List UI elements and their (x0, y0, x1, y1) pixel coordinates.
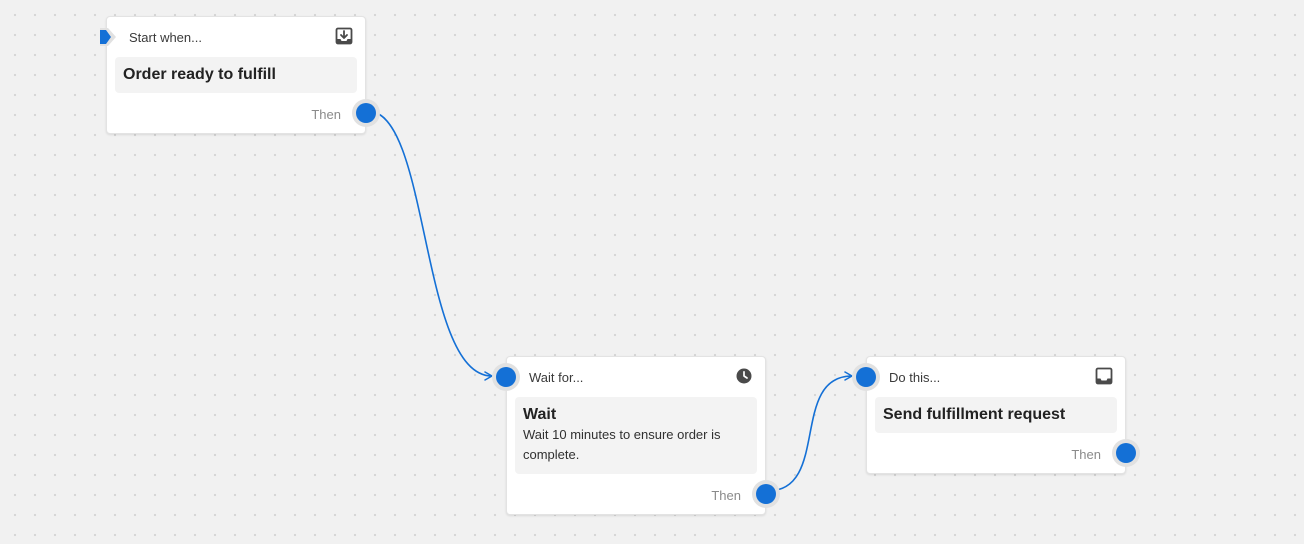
clock-icon (736, 368, 752, 384)
trigger-node-footer: Then (107, 93, 376, 133)
wait-node-input-port[interactable] (496, 367, 516, 387)
action-node[interactable]: Do this... Send fulfillment request Then (856, 356, 1136, 474)
wait-node-description: Wait 10 minutes to ensure order is compl… (523, 427, 721, 462)
connection-trigger-to-wait[interactable] (367, 110, 493, 381)
wait-node-then-label: Then (711, 488, 741, 503)
action-node-output-port[interactable] (1116, 443, 1136, 463)
action-node-then-label: Then (1071, 447, 1101, 462)
download-tray-icon (335, 27, 353, 45)
action-node-header: Do this... (856, 357, 1125, 397)
trigger-node-header-label: Start when... (129, 30, 202, 45)
trigger-node[interactable]: Start when... Order ready to fulfill The… (100, 16, 376, 134)
action-node-input-port[interactable] (856, 367, 876, 387)
wait-node-output-port[interactable] (756, 484, 776, 504)
wait-node-body: Wait Wait 10 minutes to ensure order is … (515, 397, 757, 474)
action-node-header-label: Do this... (889, 370, 941, 385)
connection-wait-to-action[interactable] (767, 371, 853, 492)
inbox-tray-icon (1095, 367, 1113, 385)
action-node-body: Send fulfillment request (875, 397, 1117, 433)
wait-node[interactable]: Wait for... Wait Wait 10 minutes to ensu… (496, 356, 776, 515)
trigger-start-icon (100, 28, 116, 46)
action-node-footer: Then (867, 433, 1136, 473)
wait-node-header: Wait for... (496, 357, 765, 397)
trigger-node-output-port[interactable] (356, 103, 376, 123)
wait-node-title: Wait (523, 406, 557, 423)
trigger-node-then-label: Then (311, 107, 341, 122)
trigger-node-header: Start when... (107, 17, 365, 57)
trigger-node-body: Order ready to fulfill (115, 57, 357, 93)
wait-node-footer: Then (507, 474, 776, 514)
wait-node-header-label: Wait for... (529, 370, 584, 385)
action-node-title: Send fulfillment request (883, 406, 1066, 423)
trigger-node-title: Order ready to fulfill (123, 66, 276, 83)
